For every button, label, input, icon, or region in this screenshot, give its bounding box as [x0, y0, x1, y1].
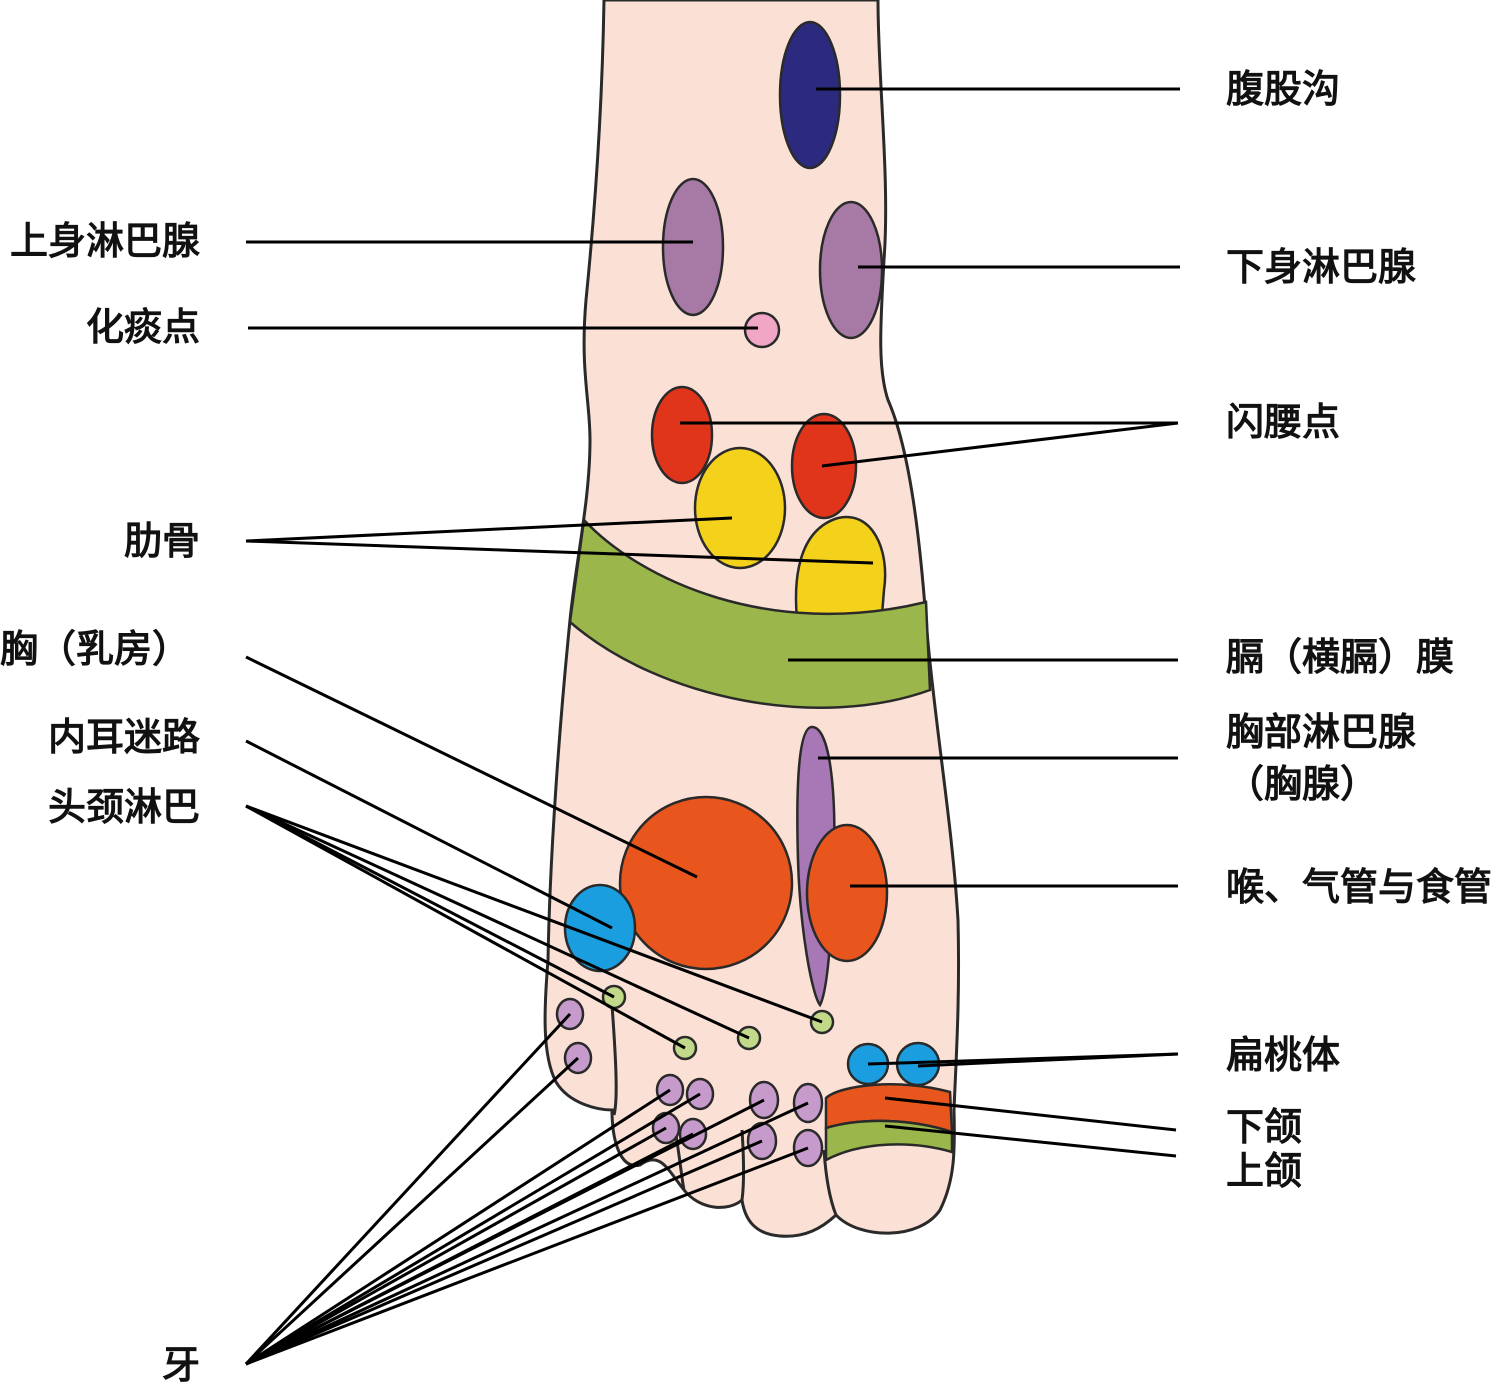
label-teeth: 牙: [162, 1343, 200, 1384]
label-head-neck-lymph: 头颈淋巴: [48, 785, 200, 829]
label-inner-ear: 内耳迷路: [48, 715, 201, 759]
lower-lymph-zone: [818, 200, 884, 340]
throat-zone: [805, 823, 889, 963]
groin-zone: [778, 20, 842, 170]
label-phlegm: 化痰点: [86, 305, 200, 349]
rib-zone-left: [693, 446, 787, 570]
label-upper-jaw: 上颌: [1226, 1149, 1302, 1193]
toe-divider-1: [610, 1004, 618, 1116]
label-ribs: 肋骨: [124, 519, 200, 563]
toe-divider-3: [740, 1129, 745, 1201]
lumbar-point-left: [650, 385, 714, 485]
toe-divider-4: [822, 1149, 838, 1216]
inner-ear-zone: [563, 883, 637, 973]
chest-zone: [618, 795, 794, 971]
label-lower-jaw: 下颌: [1226, 1105, 1302, 1149]
label-chest-lymph-1: 胸部淋巴腺: [1226, 710, 1417, 754]
label-lower-lymph: 下身淋巴腺: [1226, 245, 1417, 289]
label-diaphragm: 膈（横膈）膜: [1226, 635, 1454, 679]
label-chest-lymph-2: （胸腺）: [1226, 762, 1378, 806]
label-throat: 喉、气管与食管: [1226, 865, 1492, 909]
phlegm-point: [743, 311, 781, 349]
leader-lines: [244, 87, 1180, 1366]
label-chest-breast: 胸（乳房）: [0, 627, 190, 671]
label-upper-lymph: 上身淋巴腺: [10, 219, 201, 263]
label-groin: 腹股沟: [1226, 67, 1340, 111]
label-lumbar: 闪腰点: [1226, 400, 1340, 444]
upper-lymph-zone: [661, 177, 725, 317]
label-tonsils: 扁桃体: [1226, 1033, 1340, 1077]
